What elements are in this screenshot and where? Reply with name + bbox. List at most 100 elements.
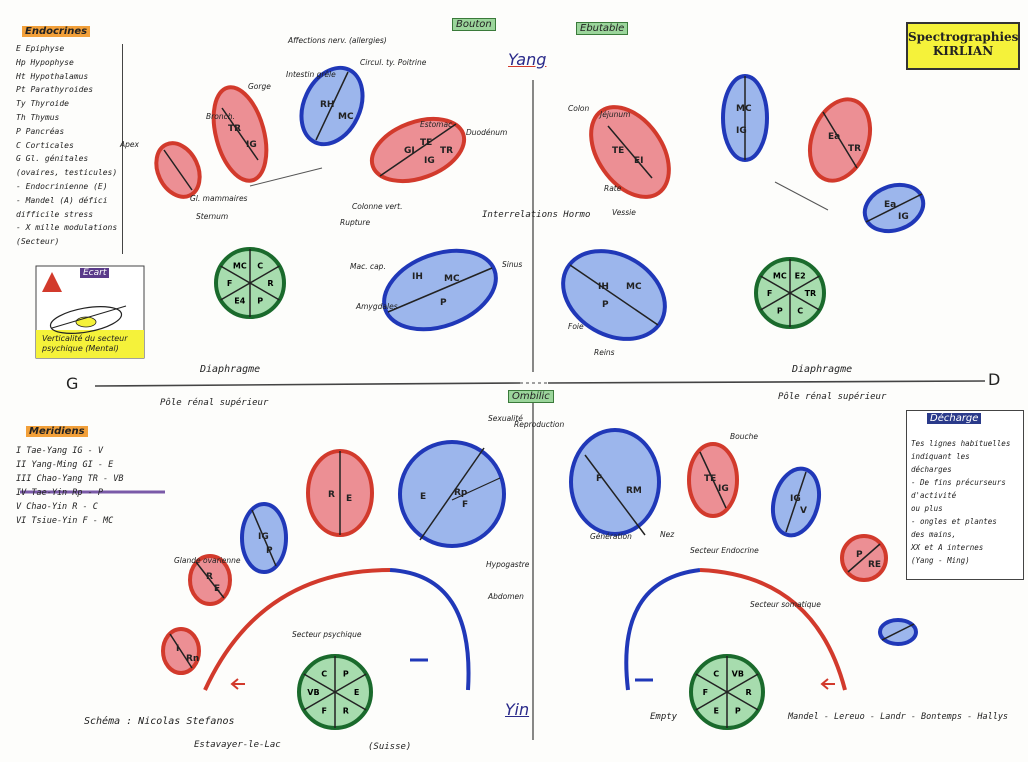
axis-horizontal-right [548, 381, 985, 383]
g-label: G [66, 374, 78, 393]
ellipse-blue-7 [571, 430, 659, 535]
annotation-text: Colonne vert. [352, 202, 402, 211]
annotation-text: Abdomen [488, 592, 524, 601]
annotation-text: Mac. cap. [350, 262, 386, 271]
annotation-text: Sternum [196, 212, 228, 221]
endocrine_legend-line: - X mille modulations [16, 223, 117, 232]
endocrine_legend-line: Ty Thyroide [16, 99, 69, 108]
right_legend-line: - De fins précurseurs [911, 478, 1006, 487]
ellipse-label: Ea [884, 200, 896, 210]
wheel-sector-label: C [713, 669, 719, 678]
wheel-sector-label: E [354, 688, 359, 697]
annotation-text: Nez [660, 530, 674, 539]
meridian_legend-line: V Chao-Yin R - C [16, 502, 98, 512]
meridian_legend-line: I Tae-Yang IG - V [16, 446, 103, 456]
wheel-sector-label: VB [732, 669, 744, 678]
footer-empty: Empty [650, 712, 677, 722]
kirlian-title: KIRLIAN [908, 44, 1018, 58]
annotation-text: Secteur psychique [292, 630, 361, 639]
ellipse-label: V [800, 506, 807, 516]
wheel-sector-label: C [797, 307, 803, 316]
ellipse-label: TE [612, 146, 624, 156]
yang-label: Yang [508, 50, 546, 69]
annotation-text: Génération [590, 532, 632, 541]
ellipse-label: R [328, 490, 335, 500]
right_legend-line: des mains, [911, 530, 956, 539]
meridian-legend-title: Meridiens [26, 426, 88, 437]
wheel-sector-label: F [227, 279, 232, 288]
annotation-text: Reproduction [514, 420, 564, 429]
annotation-text: Circul. ty. Poitrine [360, 58, 426, 67]
ecart-tag: Ecart [80, 268, 109, 278]
wheel-sector-label: C [321, 669, 327, 678]
wheel-sector-label: P [735, 707, 741, 716]
annotation-text: Hypogastre [486, 560, 529, 569]
wheel-green-4: VBRPEFC [691, 656, 763, 728]
endocrine_legend-line: difficile stress [16, 210, 93, 219]
annotation-text: Apex [120, 140, 139, 149]
endocrine_legend-line: G Gl. génitales [16, 154, 88, 163]
ellipse-label: MC [626, 282, 642, 292]
right_legend-line: - ongles et plantes [911, 517, 997, 526]
right_legend-line: indiquant les [911, 452, 970, 461]
ellipse-label: IG [736, 126, 747, 136]
ellipse-label: P [440, 298, 447, 308]
endocrine_legend-line: Ht Hypothalamus [16, 72, 88, 81]
annotation-text: Affections nerv. (allergies) [288, 36, 387, 45]
ellipse-label: E [420, 492, 426, 502]
ellipse-red-5 [308, 451, 372, 535]
ellipse-label: F [462, 500, 468, 510]
annotation-text: Secteur somatique [750, 600, 821, 609]
wheel-sector-label: TR [805, 289, 817, 298]
wheel-sector-label: E [713, 707, 718, 716]
annotation-text: Rupture [340, 218, 370, 227]
ellipse-label: I [176, 644, 179, 654]
wheel-sector-label: E2 [795, 271, 806, 280]
ellipse-label: IH [412, 272, 423, 282]
ellipse-label: R [206, 572, 213, 582]
ellipse-label: Rp [454, 488, 467, 498]
footer-country: (Suisse) [368, 742, 411, 752]
ellipse-label: EI [634, 156, 644, 166]
endocrine_legend-line: - Mandel (A) défici [16, 196, 108, 205]
annotation-text: Bronch. [206, 112, 235, 121]
wheel-sector-label: F [321, 707, 326, 716]
right_legend-line: XX et A internes [911, 543, 983, 552]
endocrine_legend-line: (ovaires, testicules) [16, 168, 117, 177]
ellipse-label: TR [228, 124, 241, 134]
ellipse-red-8 [842, 536, 886, 580]
ellipse-blue-10 [880, 620, 916, 644]
wheel-sector-label: R [746, 688, 752, 697]
yin-label: Yin [505, 700, 529, 719]
wheel-sector-label: C [257, 261, 263, 270]
endocrine_legend-line: - Endocrinienne (E) [16, 182, 108, 191]
ellipse-blue-3 [373, 236, 507, 343]
annotation-text: Colon [568, 104, 589, 113]
decharge-legend-title: Décharge [927, 413, 981, 424]
ellipse-label: GI [404, 146, 415, 156]
endocrine-divider [122, 44, 123, 254]
axis-horizontal-left [95, 383, 520, 386]
annotation-text: Estomac [420, 120, 452, 129]
wheel-sector-label: F [767, 289, 772, 298]
endocrine-legend-title: Endocrines [22, 26, 90, 37]
ellipse-label: RM [626, 486, 642, 496]
wheel-sector-label: MC [233, 261, 247, 270]
ellipse-label: IG [790, 494, 801, 504]
right_legend-line: (Yang - Ming) [911, 556, 970, 565]
annotation-text: Gorge [248, 82, 271, 91]
ecart-note: Verticalité du secteur psychique (Mental… [42, 334, 140, 354]
ellipse-label: IG [898, 212, 909, 222]
ellipse-blue-2 [723, 76, 767, 160]
ellipse-label: P [856, 550, 863, 560]
ombilic-tag: Ombilic [508, 390, 554, 403]
ellipse-blue-6 [400, 442, 504, 546]
ellipse-label: RE [868, 560, 881, 570]
meridian_legend-line: III Chao-Yang TR - VB [16, 474, 123, 484]
ellipse-label: Rn [186, 654, 199, 664]
wheel-sector-label: P [343, 669, 349, 678]
